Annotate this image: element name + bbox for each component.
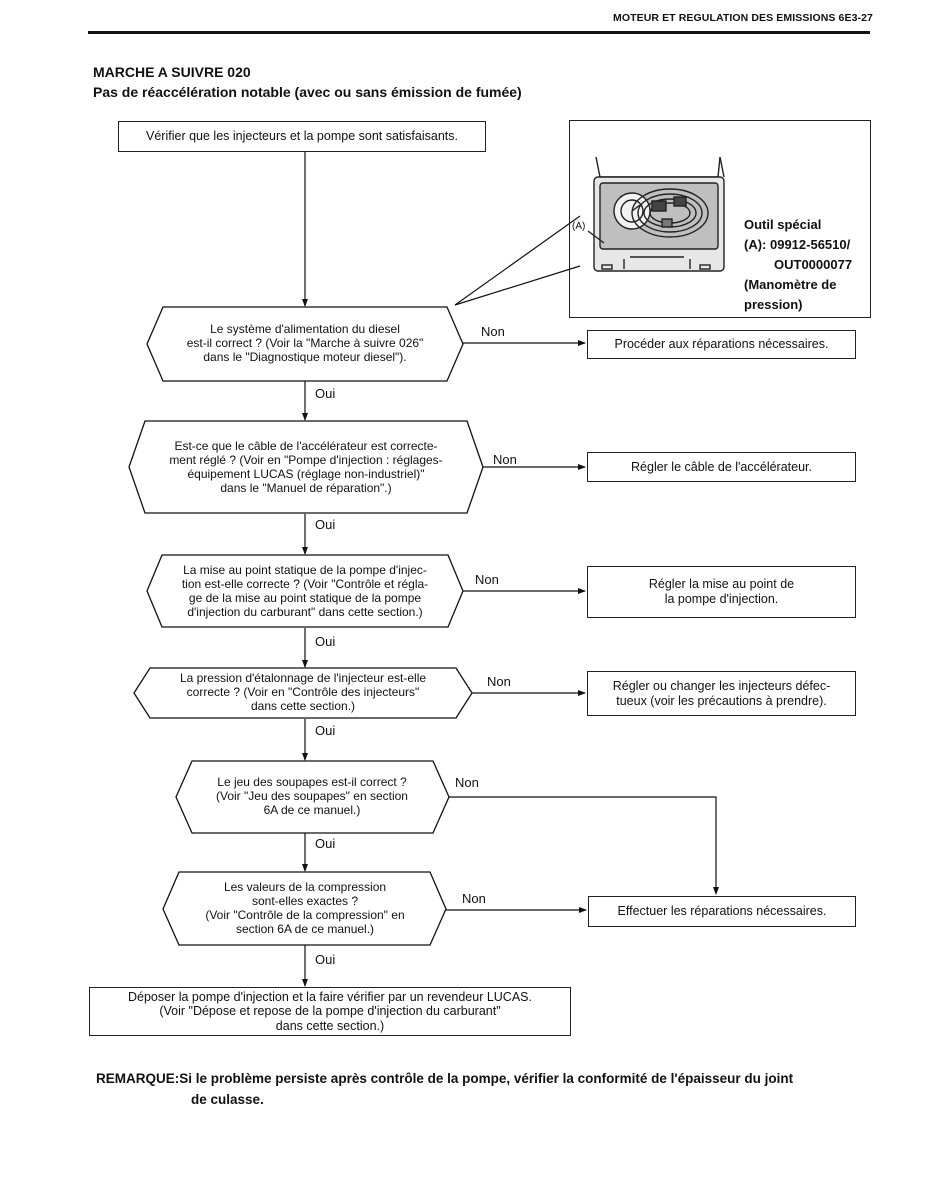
no-label-6: Non — [462, 891, 486, 906]
decision-5-line-2: (Voir "Jeu des soupapes" en section — [216, 789, 408, 803]
decision-3-line-4: d'injection du carburant" dans cette sec… — [187, 605, 423, 619]
remark-note: REMARQUE:Si le problème persiste après c… — [96, 1068, 793, 1110]
decision-1-line-1: Le système d'alimentation du diesel — [210, 322, 400, 336]
decision-4-shape — [133, 667, 473, 719]
decision-6-text: Les valeurs de la compression sont-elles… — [170, 880, 440, 936]
action-box-1: Procéder aux réparations nécessaires. — [587, 330, 856, 359]
decision-6-line-4: section 6A de ce manuel.) — [235, 922, 375, 936]
decision-4-line-2: correcte ? (Voir en "Contrôle des inject… — [186, 685, 420, 699]
action-box-4: Régler ou changer les injecteurs défec- … — [587, 671, 856, 716]
remark-line-2: de culasse. — [191, 1092, 264, 1107]
pressure-gauge-kit-image — [587, 156, 725, 272]
flow-line-no-5 — [449, 796, 719, 895]
no-label-4: Non — [487, 674, 511, 689]
yes-label-3: Oui — [315, 634, 336, 649]
decision-4-line-1: La pression d'étalonnage de l'injecteur … — [179, 671, 427, 685]
decision-2-shape — [128, 420, 484, 514]
final-line-1: Déposer la pompe d'injection et la faire… — [128, 989, 532, 1004]
callout-label-a: (A) — [572, 221, 586, 232]
no-label-5: Non — [455, 775, 479, 790]
decision-3-shape — [146, 554, 464, 628]
action-4-line-2: tueux (voir les précautions à prendre). — [616, 693, 827, 708]
action-2-line-1: Régler le câble de l'accélérateur. — [631, 459, 812, 474]
special-tool-description: Outil spécial (A): 09912-56510/ OUT00000… — [744, 215, 852, 315]
decision-2-line-3: équipement LUCAS (réglage non-industriel… — [187, 467, 425, 481]
decision-2-line-1: Est-ce que le câble de l'accélérateur es… — [174, 439, 438, 453]
action-1-line-1: Procéder aux réparations nécessaires. — [614, 337, 829, 351]
decision-1-line-2: est-il correct ? (Voir la "Marche à suiv… — [186, 336, 424, 350]
yes-label-1: Oui — [315, 386, 336, 401]
yes-label-4: Oui — [315, 723, 336, 738]
tool-photo-frame: (A) — [569, 120, 871, 318]
final-line-2: (Voir "Dépose et repose de la pompe d'in… — [159, 1004, 501, 1019]
decision-6-line-2: sont-elles exactes ? — [251, 894, 359, 908]
tool-line-1: Outil spécial — [744, 217, 822, 232]
no-label-1: Non — [481, 324, 505, 339]
no-label-3: Non — [475, 572, 499, 587]
no-label-2: Non — [493, 452, 517, 467]
final-line-3: dans cette section.) — [275, 1018, 385, 1033]
tool-line-5: pression) — [744, 297, 803, 312]
action-5-line-1: Effectuer les réparations nécessaires. — [617, 904, 827, 918]
remark-label: REMARQUE: — [96, 1071, 180, 1086]
decision-4-text: La pression d'étalonnage de l'injecteur … — [140, 671, 466, 713]
procedure-title: Pas de réaccélération notable (avec ou s… — [93, 84, 522, 100]
action-box-3: Régler la mise au point de la pompe d'in… — [587, 566, 856, 618]
action-3-line-2: la pompe d'injection. — [664, 592, 779, 606]
running-header: MOTEUR ET REGULATION DES EMISSIONS 6E3-2… — [612, 12, 873, 24]
decision-3-line-1: La mise au point statique de la pompe d'… — [183, 563, 427, 577]
decision-6-line-3: (Voir "Contrôle de la compression" en — [205, 908, 405, 922]
decision-5-text: Le jeu des soupapes est-il correct ? (Vo… — [180, 775, 444, 817]
action-4-line-1: Régler ou changer les injecteurs défec- — [612, 678, 831, 693]
procedure-number: MARCHE A SUIVRE 020 — [93, 64, 251, 80]
yes-label-5: Oui — [315, 836, 336, 851]
decision-4-line-3: dans cette section.) — [250, 699, 356, 713]
decision-2-line-4: dans le "Manuel de réparation".) — [220, 481, 392, 495]
decision-6-shape — [162, 871, 447, 946]
action-box-2: Régler le câble de l'accélérateur. — [587, 452, 856, 482]
decision-1-shape — [146, 306, 464, 382]
decision-5-shape — [175, 760, 450, 834]
decision-1-text: Le système d'alimentation du diesel est-… — [150, 322, 460, 364]
decision-5-line-1: Le jeu des soupapes est-il correct ? — [217, 775, 407, 789]
action-box-5: Effectuer les réparations nécessaires. — [588, 896, 856, 927]
decision-3-text: La mise au point statique de la pompe d'… — [150, 563, 460, 619]
remark-line-1: Si le problème persiste après contrôle d… — [179, 1071, 794, 1086]
yes-label-2: Oui — [315, 517, 336, 532]
decision-2-line-2: ment réglé ? (Voir en "Pompe d'injection… — [169, 453, 443, 467]
decision-1-line-3: dans le "Diagnostique moteur diesel"). — [203, 350, 407, 364]
tool-line-2: (A): 09912-56510/ — [744, 237, 851, 252]
tool-line-4: (Manomètre de — [744, 277, 837, 292]
decision-6-line-1: Les valeurs de la compression — [223, 880, 387, 894]
header-rule — [88, 31, 870, 34]
final-action-box: Déposer la pompe d'injection et la faire… — [89, 987, 571, 1036]
start-box: Vérifier que les injecteurs et la pompe … — [118, 121, 486, 152]
callout-line-upper — [454, 215, 581, 306]
action-3-line-1: Régler la mise au point de — [648, 577, 795, 591]
tool-line-3: OUT0000077 — [774, 257, 853, 272]
callout-line-lower — [454, 265, 581, 306]
decision-3-line-2: tion est-elle correcte ? (Voir "Contrôle… — [181, 577, 429, 591]
decision-5-line-3: 6A de ce manuel.) — [263, 803, 361, 817]
decision-3-line-3: ge de la mise au point statique de la po… — [188, 591, 422, 605]
decision-2-text: Est-ce que le câble de l'accélérateur es… — [134, 439, 478, 495]
yes-label-6: Oui — [315, 952, 336, 967]
